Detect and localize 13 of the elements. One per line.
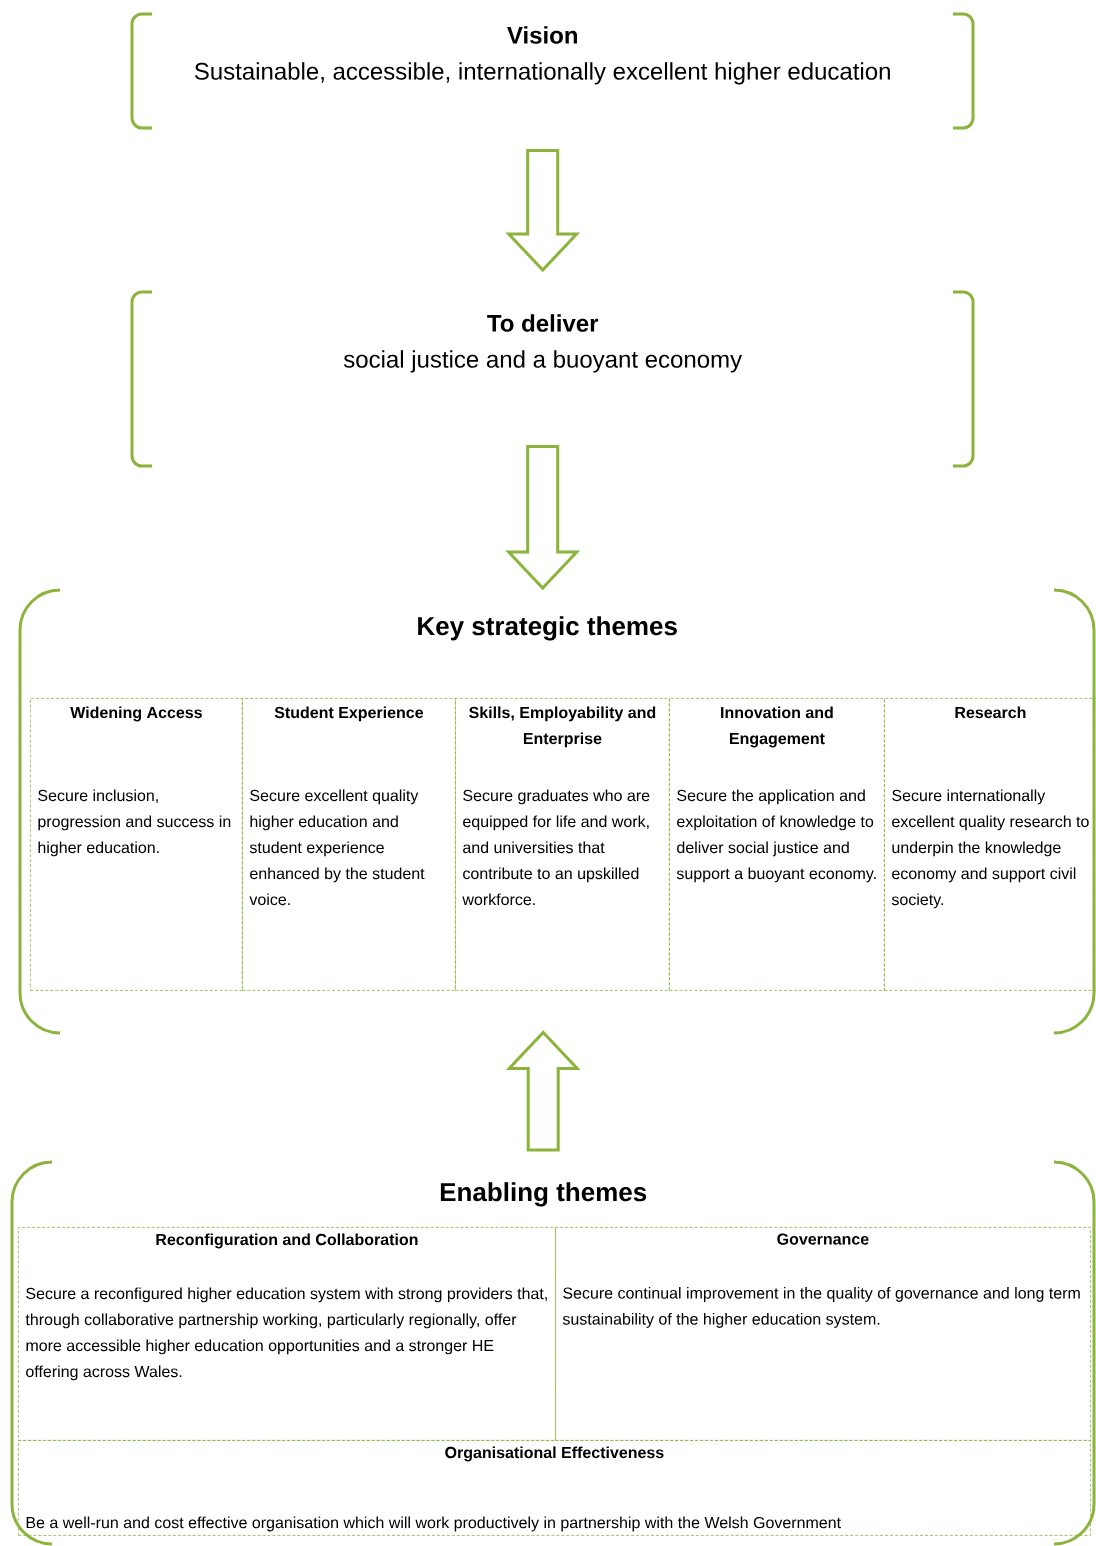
theme-cell: Organisational Effectiveness Be a well-run and cost effective organisation which will work productively in partnership with the Welsh Government bbox=[18, 1440, 1091, 1536]
bracket-band: Vision Sustainable, accessible, internationally excellent higher education bbox=[130, 12, 975, 130]
theme-cell: Innovation and Engagement Secure the application and exploitation of knowledge to deliver social justice and support a buoyant economy. bbox=[669, 698, 885, 991]
theme-cell: Governance Secure continual improvement in the quality of governance and long term sustainability of the higher education system. bbox=[555, 1227, 1091, 1441]
theme-cell: Skills, Employability and Enterprise Secure graduates who are equipped for life and work, and universities that contribute to an upskilled workforce. bbox=[455, 698, 670, 991]
theme-cell: Research Secure internationally excellent quality research to underpin the knowledge economy and support civil society. bbox=[884, 698, 1096, 991]
block-arrow bbox=[505, 148, 581, 273]
block-arrow bbox=[505, 1030, 581, 1152]
theme-cell: Widening Access Secure inclusion, progression and success in higher education. bbox=[30, 698, 243, 991]
theme-cell: Student Experience Secure excellent quality higher education and student experience enhanced by the student voice. bbox=[242, 698, 456, 991]
theme-cell: Reconfiguration and Collaboration Secure a reconfigured higher education system with strong providers that, through collaborative partnership working, particularly regionally, offer more accessible higher education opportunities and a stronger HE offering across Wales. bbox=[18, 1227, 556, 1441]
block-arrow bbox=[505, 444, 581, 591]
bracket-band: To deliver social justice and a buoyant economy bbox=[130, 290, 975, 468]
